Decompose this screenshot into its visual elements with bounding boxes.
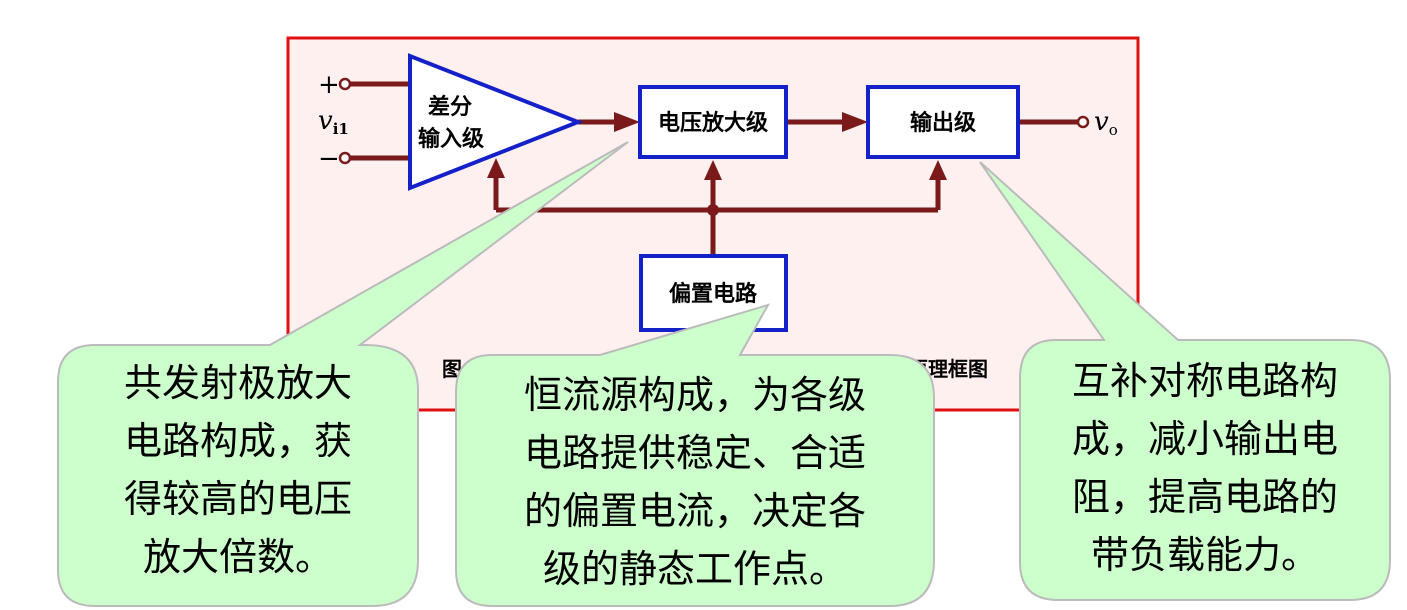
callout-right-line: 互补对称电路构 (1071, 359, 1338, 403)
callout-middle-line: 电路提供稳定、合适 (523, 431, 866, 475)
callout-middle-line: 的偏置电流，决定各 (523, 489, 866, 533)
callout-left-line: 共发射极放大 (123, 361, 352, 405)
output-stage-block (866, 85, 1020, 159)
callout-left-bubble (57, 141, 629, 607)
minus-sign: − (318, 144, 340, 174)
output-terminal (1076, 115, 1090, 129)
vi-label: vi1 (318, 106, 349, 138)
callout-right-line: 带负载能力。 (1090, 533, 1319, 577)
callout-middle-bubble (455, 303, 935, 607)
voltage-amp-label: 电压放大级 (658, 110, 768, 136)
callout-right-line: 阻，提高电路的 (1071, 475, 1338, 519)
callout-right-line: 成，减小输出电 (1071, 417, 1338, 461)
callout-right-bubble (979, 161, 1391, 601)
diff-input-label-1: 差分 (428, 94, 472, 120)
diff-input-label-2: 输入级 (418, 126, 484, 152)
voltage-amp-block (638, 85, 788, 159)
vo-label: vo (1094, 107, 1118, 139)
bias-circuit-label: 偏置电路 (669, 281, 758, 307)
junction-dot (707, 204, 719, 216)
callout-middle-line: 级的静态工作点。 (542, 547, 847, 591)
callout-left-line: 放大倍数。 (142, 535, 333, 579)
callout-left-line: 电路构成，获 (123, 419, 352, 463)
callout-middle-text: 恒流源构成，为各级 电路提供稳定、合适 的偏置电流，决定各 级的静态工作点。 (458, 366, 932, 598)
callout-right-text: 互补对称电路构 成，减小输出电 阻，提高电路的 带负载能力。 (1022, 352, 1388, 584)
plus-sign: + (318, 70, 340, 100)
plus-input-terminal (338, 77, 352, 91)
callout-left-text: 共发射极放大 电路构成，获 得较高的电压 放大倍数。 (60, 354, 416, 586)
arrowheads (487, 112, 947, 180)
output-stage-label: 输出级 (910, 110, 976, 136)
diff-input-stage-block (408, 53, 584, 191)
caption-left-fragment: 图 (442, 357, 462, 381)
minus-input-terminal (338, 151, 352, 165)
callout-middle-line: 恒流源构成，为各级 (523, 373, 866, 417)
callout-left-line: 得较高的电压 (123, 477, 352, 521)
